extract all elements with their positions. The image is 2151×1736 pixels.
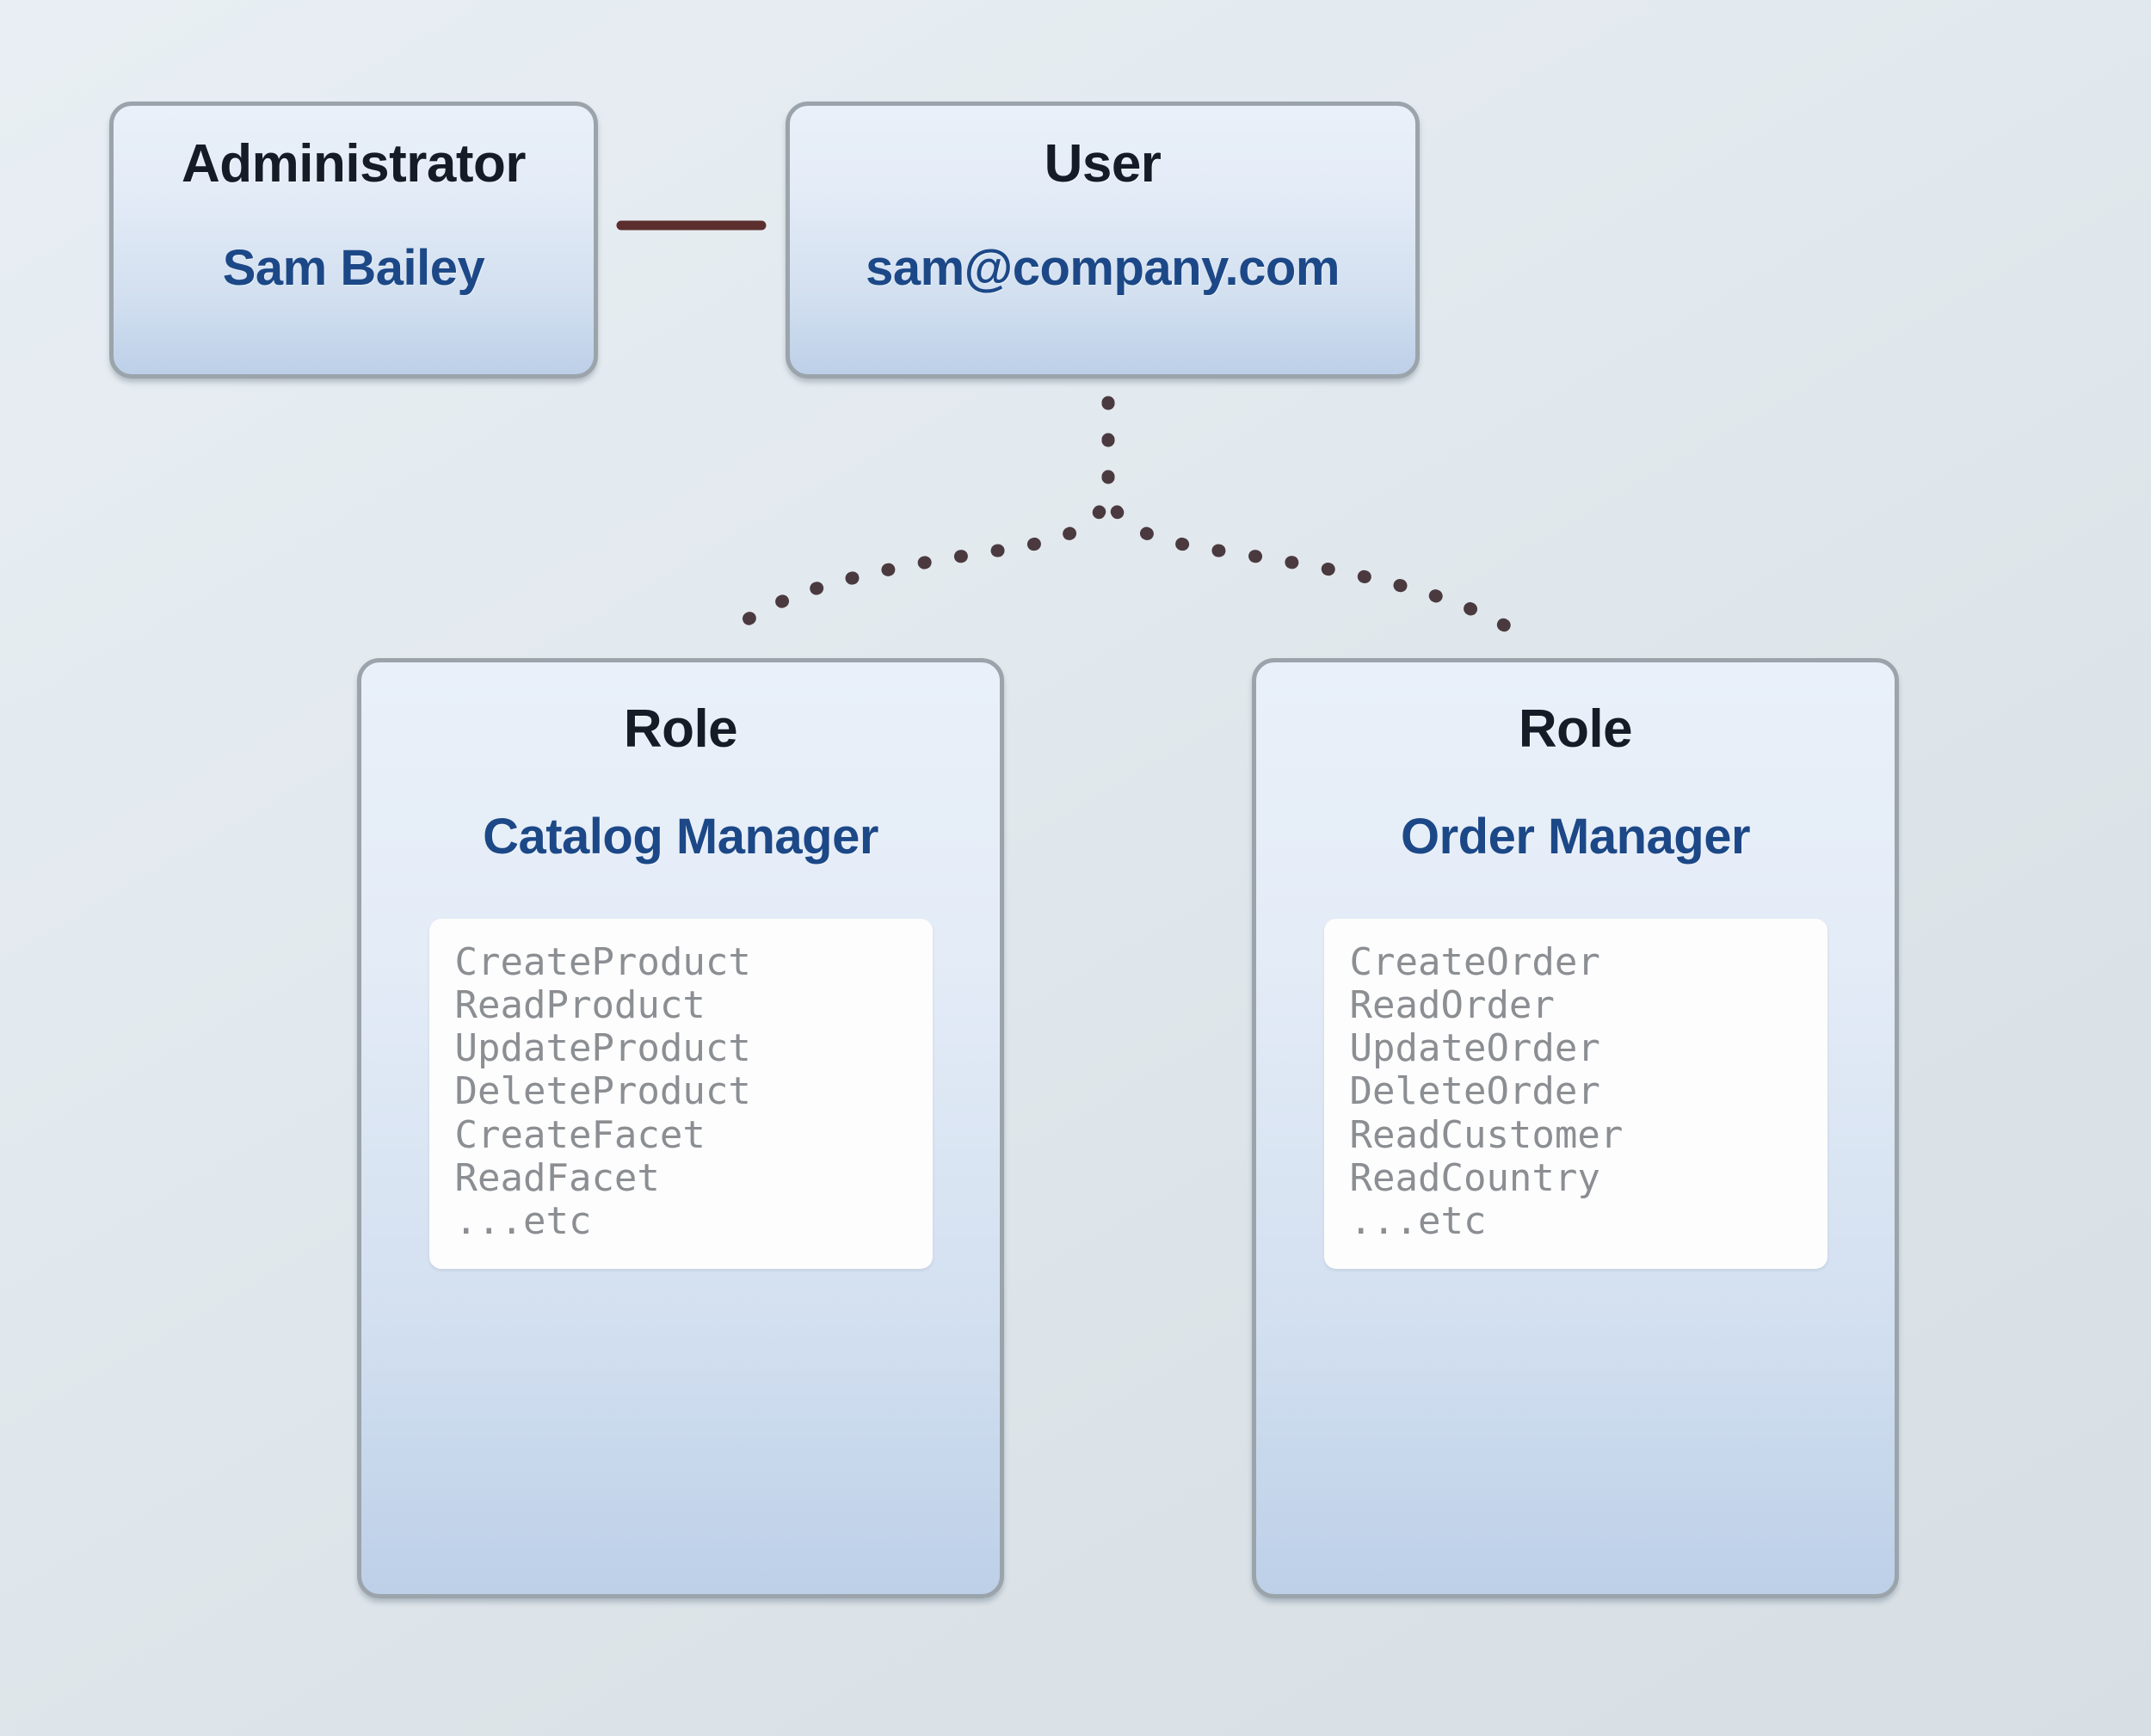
permission-item: ReadOrder — [1349, 983, 1555, 1028]
edge-user-to-role-order-manager — [1101, 396, 1532, 645]
permission-item: ...etc — [454, 1198, 592, 1243]
permission-item: DeleteOrder — [1349, 1069, 1600, 1114]
permission-item: DeleteProduct — [454, 1069, 751, 1114]
role-catalog-manager-type-label: Role — [623, 699, 738, 759]
administrator-type-label: Administrator — [182, 134, 526, 194]
node-role-order-manager[interactable]: Role Order Manager CreateOrder ReadOrder… — [1252, 658, 1899, 1598]
user-value-label: sam@company.com — [866, 240, 1340, 296]
permission-item: CreateOrder — [1349, 940, 1600, 984]
role-order-manager-permission-panel: CreateOrder ReadOrder UpdateOrder Delete… — [1323, 919, 1827, 1270]
permission-item: CreateFacet — [454, 1112, 706, 1157]
permission-item: ReadProduct — [454, 983, 706, 1028]
node-user[interactable]: User sam@company.com — [786, 102, 1420, 379]
permission-item: ReadCustomer — [1349, 1112, 1624, 1157]
permission-item: CreateProduct — [454, 940, 751, 984]
permission-item: UpdateOrder — [1349, 1026, 1600, 1071]
role-order-manager-type-label: Role — [1518, 699, 1633, 759]
role-catalog-manager-permission-panel: CreateProduct ReadProduct UpdateProduct … — [428, 919, 933, 1270]
permission-item: ReadCountry — [1349, 1155, 1600, 1200]
permission-item: ReadFacet — [454, 1155, 660, 1200]
role-catalog-manager-value-label: Catalog Manager — [483, 809, 878, 865]
permission-item: UpdateProduct — [454, 1026, 751, 1071]
user-type-label: User — [1044, 134, 1162, 194]
node-administrator[interactable]: Administrator Sam Bailey — [109, 102, 598, 379]
node-role-catalog-manager[interactable]: Role Catalog Manager CreateProduct ReadP… — [357, 658, 1004, 1598]
edge-user-to-role-catalog-manager — [716, 396, 1115, 645]
role-order-manager-value-label: Order Manager — [1400, 809, 1751, 865]
permission-item: ...etc — [1349, 1198, 1487, 1243]
administrator-value-label: Sam Bailey — [222, 240, 485, 296]
